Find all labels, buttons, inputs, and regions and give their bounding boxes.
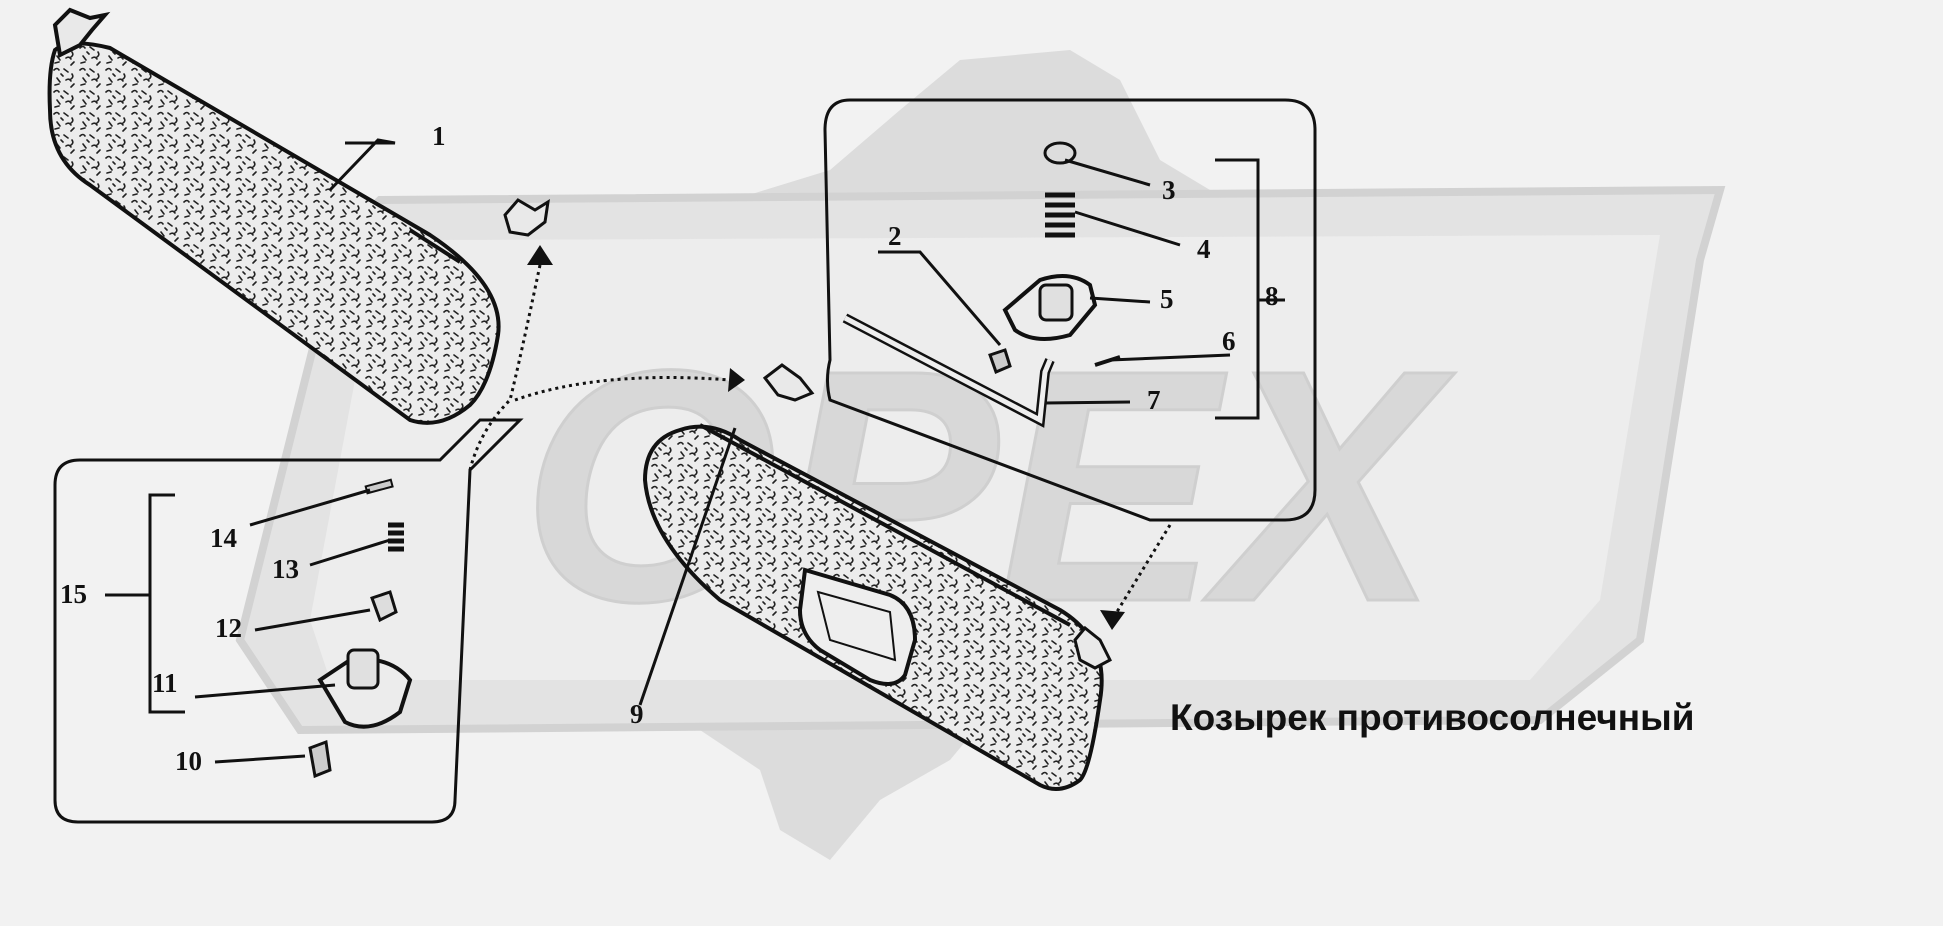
callout-14: 14 [210, 523, 237, 553]
callout-1: 1 [432, 121, 446, 151]
callouts: 1 2 3 4 5 6 7 8 9 10 11 12 13 14 15 [60, 121, 1279, 776]
screw-part-2 [988, 348, 1012, 375]
callout-15: 15 [60, 579, 87, 609]
diagram-caption: Козырек противосолнечный [1170, 697, 1694, 738]
callout-9: 9 [630, 699, 644, 729]
washer-part-3 [1043, 141, 1077, 165]
spring-part-4 [1045, 192, 1075, 238]
callout-12: 12 [215, 613, 242, 643]
callout-2: 2 [888, 221, 902, 251]
callout-3: 3 [1162, 175, 1176, 205]
callout-13: 13 [272, 554, 299, 584]
mounting-kit-15 [308, 478, 413, 779]
bushing-part-12 [370, 590, 398, 623]
upper-sun-visor [47, 7, 501, 425]
spring-part-13 [388, 522, 404, 552]
leader-lines [105, 138, 1285, 764]
lower-sun-visor [642, 423, 1112, 791]
callout-5: 5 [1160, 284, 1174, 314]
callout-4: 4 [1197, 234, 1211, 264]
callout-6: 6 [1222, 326, 1236, 356]
bracket-11-boss [346, 648, 380, 690]
callout-7: 7 [1147, 385, 1161, 415]
callout-11: 11 [152, 668, 178, 698]
bracket-boss [1038, 283, 1074, 322]
callout-10: 10 [175, 746, 202, 776]
detail-box-15 [53, 418, 524, 824]
screw-part-10 [308, 739, 332, 779]
mounting-kit-8 [842, 141, 1121, 428]
assembly-arrow [468, 198, 1172, 630]
detail-box-8 [823, 98, 1317, 522]
callout-8: 8 [1265, 281, 1279, 311]
